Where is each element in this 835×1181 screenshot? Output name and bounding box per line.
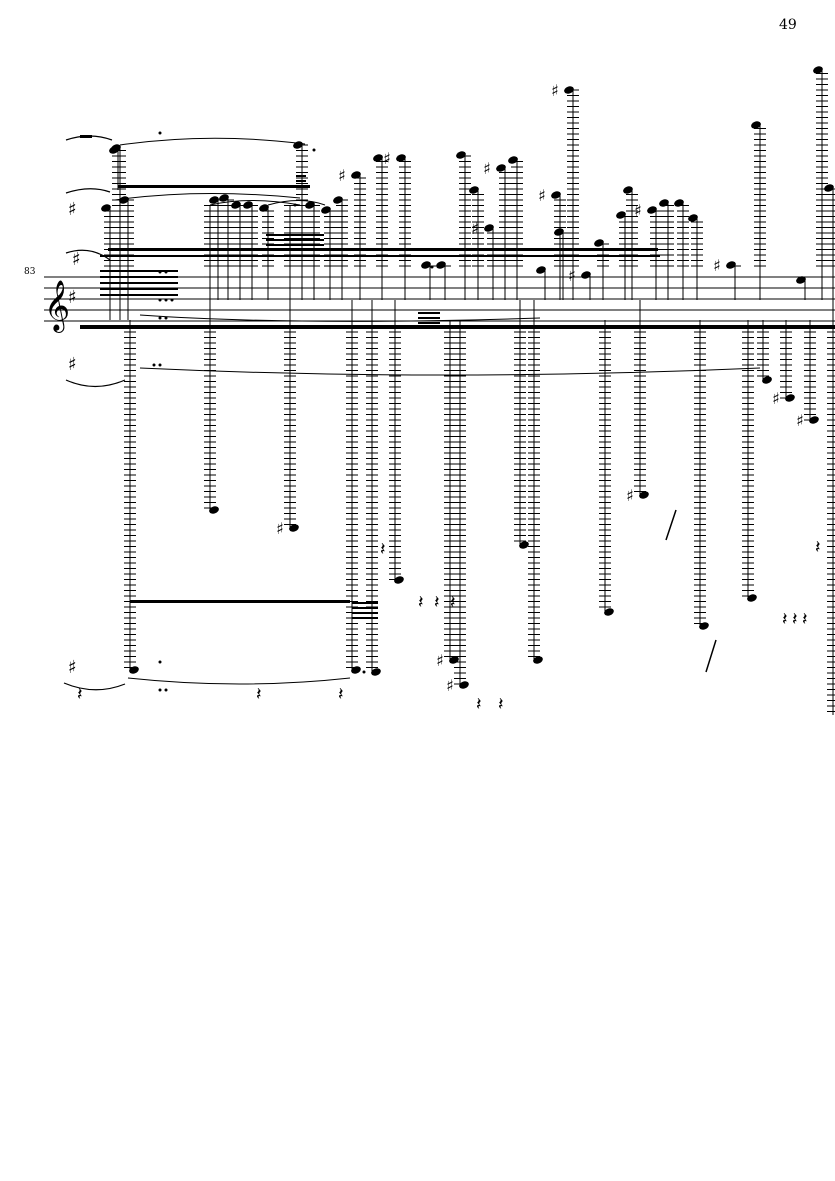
svg-text:♯: ♯ <box>68 199 77 220</box>
tremolo-marks <box>665 509 717 673</box>
dots <box>152 131 434 692</box>
svg-text:♯: ♯ <box>483 159 491 178</box>
svg-text:♯: ♯ <box>538 186 546 205</box>
svg-text:♯: ♯ <box>471 219 479 238</box>
svg-text:𝄽: 𝄽 <box>802 609 808 630</box>
svg-text:♯: ♯ <box>383 149 391 168</box>
svg-text:♯: ♯ <box>68 354 77 375</box>
svg-text:♯: ♯ <box>276 519 284 538</box>
noteheads <box>101 66 834 689</box>
treble-clef-icon: 𝄞 <box>44 280 70 333</box>
svg-text:𝄽: 𝄽 <box>782 609 788 630</box>
svg-text:𝄽: 𝄽 <box>476 694 482 715</box>
svg-text:𝄽: 𝄽 <box>498 694 504 715</box>
page-number: 49 <box>779 17 797 33</box>
svg-text:𝄽: 𝄽 <box>338 684 344 705</box>
svg-text:𝄽: 𝄽 <box>256 684 262 705</box>
svg-text:♯: ♯ <box>568 266 576 285</box>
left-slurs <box>63 135 126 691</box>
svg-text:♯: ♯ <box>626 486 634 505</box>
measure-number: 83 <box>24 267 36 277</box>
ledger-lines <box>104 73 835 712</box>
svg-text:♯: ♯ <box>713 256 721 275</box>
svg-text:♯: ♯ <box>446 676 454 695</box>
rests: 𝄽𝄽𝄽𝄽𝄽𝄽𝄽𝄽𝄽𝄽𝄽𝄽𝄽 <box>77 537 821 715</box>
svg-text:♯: ♯ <box>772 389 780 408</box>
svg-text:𝄽: 𝄽 <box>815 537 821 558</box>
svg-text:♯: ♯ <box>551 81 559 100</box>
svg-text:𝄽: 𝄽 <box>380 539 386 560</box>
svg-text:♯: ♯ <box>68 657 77 678</box>
svg-text:♯: ♯ <box>796 411 804 430</box>
svg-text:♯: ♯ <box>72 249 81 270</box>
svg-text:♯: ♯ <box>436 651 444 670</box>
svg-text:𝄽: 𝄽 <box>450 592 456 613</box>
key-signature-sharp-icon: ♯ <box>68 287 77 308</box>
note-accidentals: ♯♯♯♯♯♯♯♯♯♯♯♯♯♯♯ <box>276 81 804 695</box>
svg-text:𝄽: 𝄽 <box>792 609 798 630</box>
svg-text:𝄽: 𝄽 <box>418 592 424 613</box>
ties <box>114 137 761 685</box>
left-accidentals: ♯ ♯ ♯ ♯ <box>68 199 81 678</box>
svg-text:𝄽: 𝄽 <box>434 592 440 613</box>
svg-text:♯: ♯ <box>338 166 346 185</box>
svg-text:𝄽: 𝄽 <box>77 684 83 705</box>
note-stems <box>109 70 834 715</box>
svg-text:♯: ♯ <box>634 201 642 220</box>
